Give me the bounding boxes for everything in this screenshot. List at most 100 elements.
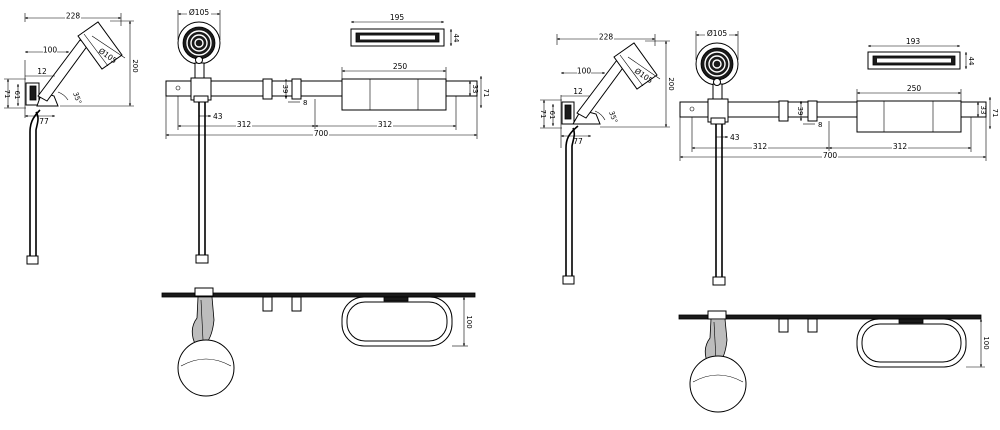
plan-head-contour <box>180 358 232 367</box>
shower-head-side <box>77 21 123 70</box>
dim-arm-length: 100 <box>577 67 592 76</box>
figure-set-b: 228 100 Ø105 200 12 71 61 35° 77 <box>539 29 999 413</box>
holder-clip <box>710 117 726 125</box>
plan-shower-head <box>177 339 235 397</box>
plan-hook <box>778 318 789 333</box>
dim-knob-height: 39 <box>281 85 289 94</box>
spray-ring <box>712 59 722 69</box>
plan-view-b: 100 <box>678 310 990 413</box>
dim-knob-height: 39 <box>796 107 804 116</box>
tray-top-preview-slot <box>877 58 951 63</box>
dim-label-bg <box>705 29 729 38</box>
dim-label-bg <box>187 8 211 17</box>
dim-label-bg <box>822 151 838 159</box>
plan-head-contour <box>692 374 744 383</box>
plan-shower-head <box>689 355 747 413</box>
rail-end-cap <box>175 85 181 91</box>
dim-label-bg <box>236 120 252 128</box>
hose-end <box>195 254 209 264</box>
dim-label-bg <box>752 142 768 150</box>
dim-wall-a: 71 <box>3 90 11 99</box>
dim-overall-width: 228 <box>599 33 614 42</box>
shower-head-face <box>83 33 109 67</box>
hose-inner <box>35 111 39 256</box>
dim-rail-length: 700 <box>823 151 838 160</box>
wall-plate <box>161 292 476 298</box>
dim-tray-top-depth: 44 <box>452 34 460 43</box>
dim-label-bg <box>65 11 81 20</box>
plan-holder-bracket <box>707 310 727 320</box>
hose-end <box>26 255 39 265</box>
spray-ring <box>190 34 208 52</box>
plan-view-a: 100 <box>161 287 476 397</box>
dim-label-bg <box>598 32 614 41</box>
plan-tray-clip <box>383 296 409 302</box>
spray-face <box>182 26 216 60</box>
dim-arm-length: 100 <box>43 46 58 55</box>
dim-height: 200 <box>131 59 139 72</box>
spray-face <box>700 47 734 81</box>
shelf-tray-front <box>856 100 962 133</box>
dim-label-bg <box>377 120 393 128</box>
side-view-b: 228 100 Ø105 200 12 71 61 35° 77 <box>539 32 675 285</box>
shower-head-side <box>613 42 658 90</box>
wall-plate <box>678 314 982 320</box>
shower-head-face <box>619 54 644 87</box>
dim-bottom-offset: 77 <box>39 117 49 126</box>
hook-knob <box>778 100 789 122</box>
dim-label-bg <box>892 142 908 150</box>
bracket-insert <box>564 104 572 120</box>
figure-set-a: 228 100 Ø105 200 12 71 61 <box>3 8 490 397</box>
hose-inner <box>571 127 576 276</box>
hose <box>565 125 579 276</box>
dim-offset: 12 <box>573 87 583 96</box>
dim-rail-height-b: 71 <box>991 109 999 118</box>
dim-span-left: 312 <box>237 120 252 129</box>
neck-joint <box>195 56 203 64</box>
rail-end-cap <box>689 106 695 112</box>
dim-rail-height-a: 33 <box>471 85 479 94</box>
dim-offset: 12 <box>37 67 47 76</box>
plan-tray-inner <box>346 301 448 342</box>
dim-span-left: 312 <box>753 142 768 151</box>
dim-wall-b: 61 <box>548 111 556 120</box>
dim-holder-offset: 43 <box>213 112 223 121</box>
plan-hook <box>291 296 302 312</box>
side-view-a: 228 100 Ø105 200 12 71 61 <box>3 11 139 265</box>
neck-joint <box>713 78 721 86</box>
dim-knob-gap: 8 <box>818 121 822 129</box>
dim-knob-gap: 8 <box>303 99 307 107</box>
dim-tray-width: 250 <box>907 84 922 93</box>
tray-top-preview-slot <box>360 35 435 40</box>
holder-clip <box>193 95 209 103</box>
dim-plan-depth: 100 <box>465 315 473 328</box>
dim-plan-depth: 100 <box>982 336 990 349</box>
dim-height: 200 <box>667 77 675 90</box>
angle-arc <box>57 91 69 101</box>
spray-ring <box>704 51 730 77</box>
dim-line-head-diameter <box>627 56 661 80</box>
dim-angle: 35° <box>607 110 619 124</box>
dim-span-right: 312 <box>893 142 908 151</box>
plan-arm-highlight <box>200 299 204 341</box>
dim-rail-height-b: 71 <box>482 89 490 98</box>
bracket-insert <box>29 85 37 101</box>
hook-knob <box>262 78 273 100</box>
front-view-a: Ø105 195 <box>165 8 490 264</box>
angle-arc <box>594 110 606 121</box>
plan-arm-highlight <box>713 321 717 361</box>
plan-hook <box>807 318 818 333</box>
spray-ring <box>194 38 204 48</box>
dim-tray-top-width: 195 <box>390 13 405 22</box>
hose-end <box>712 276 726 286</box>
spray-ring <box>186 30 212 56</box>
dim-line-head-diameter <box>91 35 126 59</box>
hook-knob <box>291 78 302 100</box>
dim-head-diameter-top: Ø105 <box>189 8 209 17</box>
plan-tray-clip <box>898 318 924 324</box>
dim-overall-width: 228 <box>66 12 81 21</box>
dim-rail-length: 700 <box>314 129 329 138</box>
hook-knob <box>807 100 818 122</box>
dim-wall-b: 61 <box>13 91 21 100</box>
